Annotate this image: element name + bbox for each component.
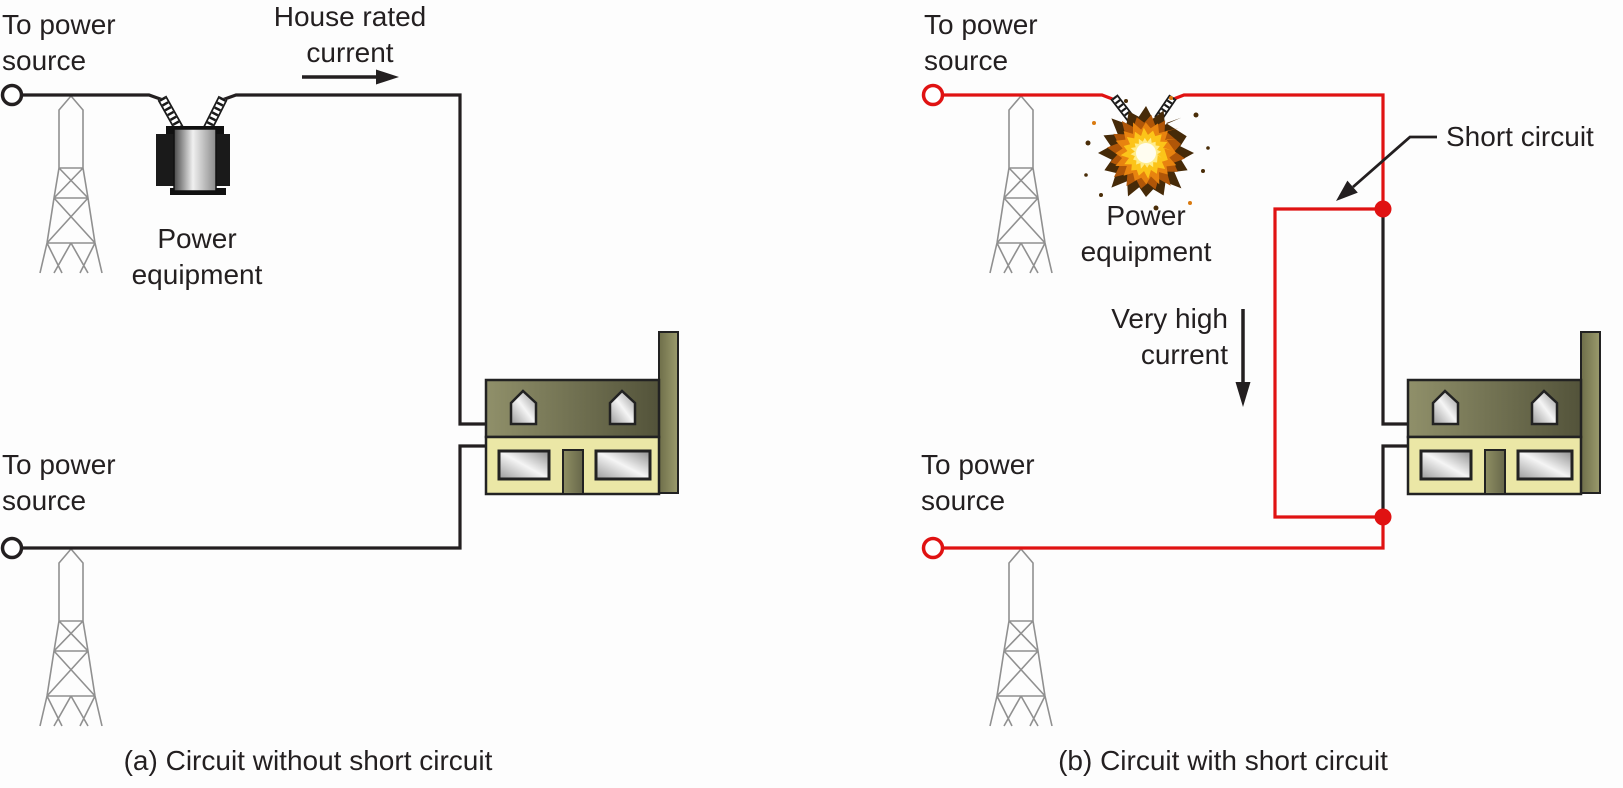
label-very-high-current: Very high current [1111, 303, 1228, 370]
house-icon [1406, 330, 1602, 496]
label-short-circuit: Short circuit [1446, 121, 1594, 152]
current-arrow-right-icon [302, 69, 399, 85]
short-circuit-wire-b [943, 93, 1385, 550]
label-source-bottom-a: To power source [2, 449, 116, 516]
transmission-tower-icon [39, 95, 103, 274]
transformer-icon [156, 95, 230, 195]
house-icon [484, 330, 680, 496]
short-circuit-leader-icon [1336, 135, 1437, 201]
label-power-equipment-b: Power equipment [1080, 200, 1212, 267]
terminal-icon [0, 83, 24, 107]
junction-dot-icon [1374, 508, 1392, 526]
transmission-tower-icon [989, 95, 1053, 274]
label-source-bottom-b: To power source [921, 449, 1035, 516]
junction-dot-icon [1374, 200, 1392, 218]
transmission-tower-icon [989, 548, 1053, 727]
terminal-icon [0, 536, 24, 560]
label-source-top-a: To power source [2, 9, 116, 76]
current-arrow-down-icon [1235, 309, 1251, 407]
label-source-top-b: To power source [924, 9, 1038, 76]
panel-b-graphics [921, 83, 1602, 727]
circuit-wire-a [22, 93, 487, 550]
house-branch-wire-b [1381, 213, 1409, 513]
label-house-rated-current: House rated current [273, 1, 427, 68]
terminal-icon [921, 536, 945, 560]
caption-panel-a: (a) Circuit without short circuit [123, 745, 493, 776]
caption-panel-b: (b) Circuit with short circuit [1058, 745, 1388, 776]
explosion-icon [1084, 96, 1210, 211]
terminal-icon [921, 83, 945, 107]
transmission-tower-icon [39, 548, 103, 727]
panel-a-graphics [0, 69, 680, 727]
label-power-equipment-a: Power equipment [131, 223, 263, 290]
